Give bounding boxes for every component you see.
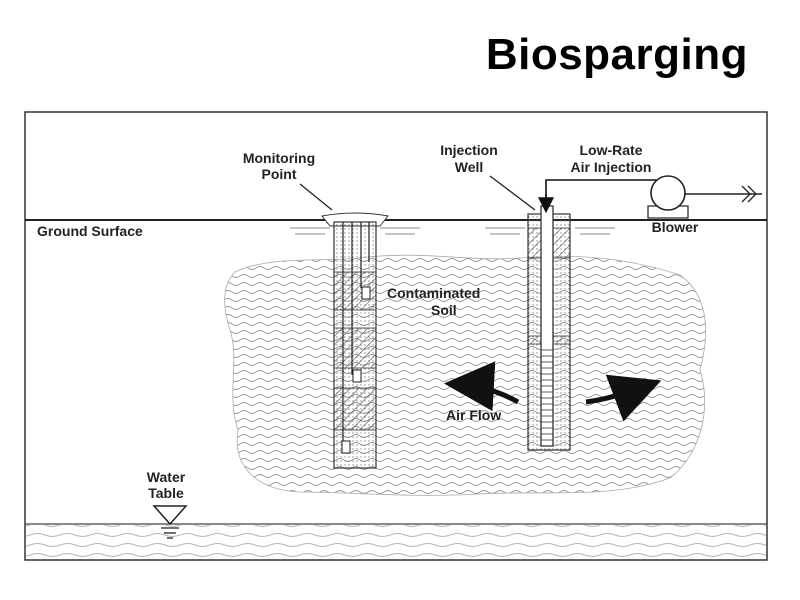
water-table-label-1: Water <box>147 469 186 485</box>
water-table-label-2: Table <box>148 485 184 501</box>
monitoring-point-well <box>321 212 389 469</box>
blower-icon <box>647 175 762 219</box>
surface-seal-marks <box>290 227 615 235</box>
air-flow-arrow-icon <box>444 361 520 412</box>
lowrate-label-1: Low-Rate <box>580 142 643 158</box>
injection-label-2: Well <box>455 159 484 175</box>
slide-title: Biosparging <box>485 30 748 79</box>
injection-leader <box>489 175 536 211</box>
ground-surface-label: Ground Surface <box>37 223 143 239</box>
injection-label-1: Injection <box>440 142 498 158</box>
monitoring-leader <box>299 183 333 211</box>
air-flow-label: Air Flow <box>446 407 501 423</box>
lowrate-label-2: Air Injection <box>571 159 652 175</box>
groundwater-zone <box>26 525 766 559</box>
air-supply-line <box>538 179 664 214</box>
blower-label: Blower <box>652 219 699 235</box>
contaminated-label-2: Soil <box>431 302 457 318</box>
injection-well <box>527 205 571 451</box>
monitoring-label-1: Monitoring <box>243 150 315 166</box>
air-flow-arrow-right <box>585 374 662 422</box>
contaminated-label-1: Contaminated <box>387 285 480 301</box>
monitoring-label-2: Point <box>262 166 297 182</box>
water-table-icon <box>152 505 188 539</box>
